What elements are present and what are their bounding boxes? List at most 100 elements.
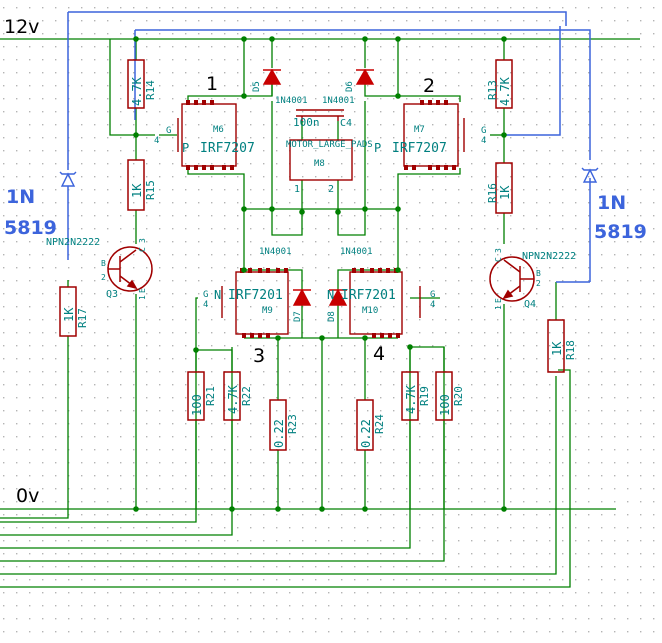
npn-left-c: C bbox=[138, 247, 147, 252]
quadrant-label-2: 2 bbox=[423, 75, 435, 97]
diode-d5-value: 1N4001 bbox=[275, 96, 308, 106]
resistor-r20 bbox=[435, 371, 453, 421]
r24-ref: R24 bbox=[373, 414, 386, 434]
pmos-left-gate: G bbox=[166, 126, 171, 136]
resistor-r19 bbox=[401, 371, 419, 421]
npn-q3-symbol bbox=[107, 246, 153, 292]
npn-left-e: E bbox=[138, 288, 147, 293]
nmos-left-pin4: 4 bbox=[203, 300, 208, 310]
diode-d8-ref: D8 bbox=[327, 311, 337, 322]
pmos-right-value: IRF7207 bbox=[392, 141, 447, 156]
capacitor-ref: C4 bbox=[340, 118, 352, 129]
pmos-right-type: P bbox=[374, 141, 381, 155]
npn-q4-symbol bbox=[489, 256, 535, 302]
schottky-left-part-line1: 1N bbox=[6, 186, 35, 208]
quadrant-label-4: 4 bbox=[373, 343, 385, 365]
nmos-right-gate: G bbox=[430, 290, 435, 300]
r23-ref: R23 bbox=[286, 414, 299, 434]
r16-ref: R16 bbox=[486, 183, 499, 203]
npn-left-pin-e: 1 bbox=[138, 295, 147, 300]
diode-d7-ref: D7 bbox=[293, 311, 303, 322]
nmos-left-type: N bbox=[214, 288, 221, 302]
npn-left-b: B bbox=[101, 259, 106, 268]
resistor-r14 bbox=[127, 59, 145, 109]
nmos-left-ref: M9 bbox=[262, 306, 273, 316]
motor-ref: M8 bbox=[314, 159, 325, 169]
diode-d6-value: 1N4001 bbox=[322, 96, 355, 106]
r20-ref: R20 bbox=[452, 386, 465, 406]
rail-0v-label: 0v bbox=[16, 485, 39, 507]
resistor-r24 bbox=[356, 399, 374, 451]
resistor-r22 bbox=[223, 371, 241, 421]
npn-right-c: C bbox=[494, 257, 503, 262]
schottky-left bbox=[59, 171, 77, 187]
nmos-left-value: IRF7201 bbox=[228, 288, 283, 303]
r16-value: 1K bbox=[498, 185, 512, 200]
quadrant-label-1: 1 bbox=[206, 73, 218, 95]
pmos-right-pin4: 4 bbox=[481, 136, 486, 146]
capacitor-value: 100n bbox=[293, 116, 320, 129]
npn-left-ref: Q3 bbox=[106, 289, 118, 300]
r18-ref: R18 bbox=[564, 340, 577, 360]
motor-name: MOTOR_LARGE_PADS bbox=[286, 140, 373, 150]
npn-right-e: E bbox=[494, 298, 503, 303]
diode-d5-ref: D5 bbox=[252, 81, 262, 92]
r22-value: 4.7K bbox=[226, 384, 240, 414]
r22-ref: R22 bbox=[240, 386, 253, 406]
npn-right-ref: Q4 bbox=[524, 299, 536, 310]
pmos-right-gate: G bbox=[481, 126, 486, 136]
resistor-r17 bbox=[59, 286, 77, 337]
r20-value: 100 bbox=[438, 394, 452, 416]
schottky-right-part-line2: 5819 bbox=[594, 221, 647, 243]
diode-d7-value: 1N4001 bbox=[259, 247, 292, 257]
nmos-right-type: N bbox=[327, 288, 334, 302]
resistor-r13 bbox=[495, 59, 513, 109]
r15-ref: R15 bbox=[144, 180, 157, 200]
r13-ref: R13 bbox=[486, 80, 499, 100]
r23-value: 0.22 bbox=[272, 419, 286, 448]
pmos-right-ref: M7 bbox=[414, 125, 425, 135]
r17-value: 1K bbox=[62, 307, 76, 322]
quadrant-label-3: 3 bbox=[253, 345, 265, 367]
npn-right-value: NPN2N2222 bbox=[522, 251, 576, 262]
npn-left-pin-c: 3 bbox=[138, 238, 147, 243]
diode-d6-ref: D6 bbox=[345, 81, 355, 92]
motor-body bbox=[289, 139, 353, 181]
resistor-bodies bbox=[59, 59, 565, 451]
blue-wires bbox=[67, 11, 591, 283]
r14-ref: R14 bbox=[144, 80, 157, 100]
r17-ref: R17 bbox=[76, 308, 89, 328]
r18-value: 1K bbox=[550, 341, 564, 356]
diode-d6 bbox=[355, 68, 375, 85]
mosfet-pins bbox=[186, 100, 456, 338]
r15-value: 1K bbox=[130, 183, 144, 198]
npn-right-pin-e: 1 bbox=[494, 305, 503, 310]
nmos-left-gate: G bbox=[203, 290, 208, 300]
junction-dots bbox=[133, 36, 507, 512]
npn-right-pin-c: 3 bbox=[494, 248, 503, 253]
nmos-right-pin4: 4 bbox=[430, 300, 435, 310]
pmos-left-type: P bbox=[182, 141, 189, 155]
r21-ref: R21 bbox=[204, 386, 217, 406]
resistor-r16 bbox=[495, 162, 513, 214]
diode-d7 bbox=[292, 288, 312, 306]
schottky-right-part-line1: 1N bbox=[597, 192, 626, 214]
r19-value: 4.7K bbox=[404, 384, 418, 414]
motor-pin1: 1 bbox=[294, 184, 300, 195]
diode-d8 bbox=[328, 288, 348, 306]
pmos-left-pin4: 4 bbox=[154, 136, 159, 146]
npn-left-pin-b: 2 bbox=[101, 273, 106, 282]
resistor-r18 bbox=[547, 319, 565, 373]
nmos-right-value: IRF7201 bbox=[341, 288, 396, 303]
r24-value: 0.22 bbox=[359, 419, 373, 448]
schottky-right bbox=[581, 167, 599, 183]
rail-12v-label: 12v bbox=[4, 16, 39, 38]
r19-ref: R19 bbox=[418, 386, 431, 406]
npn-right-b: B bbox=[536, 269, 541, 278]
resistor-r21 bbox=[187, 371, 205, 421]
r21-value: 100 bbox=[190, 394, 204, 416]
schottky-left-part-line2: 5819 bbox=[4, 217, 57, 239]
r13-value: 4.7K bbox=[498, 76, 512, 106]
motor-pin2: 2 bbox=[328, 184, 334, 195]
